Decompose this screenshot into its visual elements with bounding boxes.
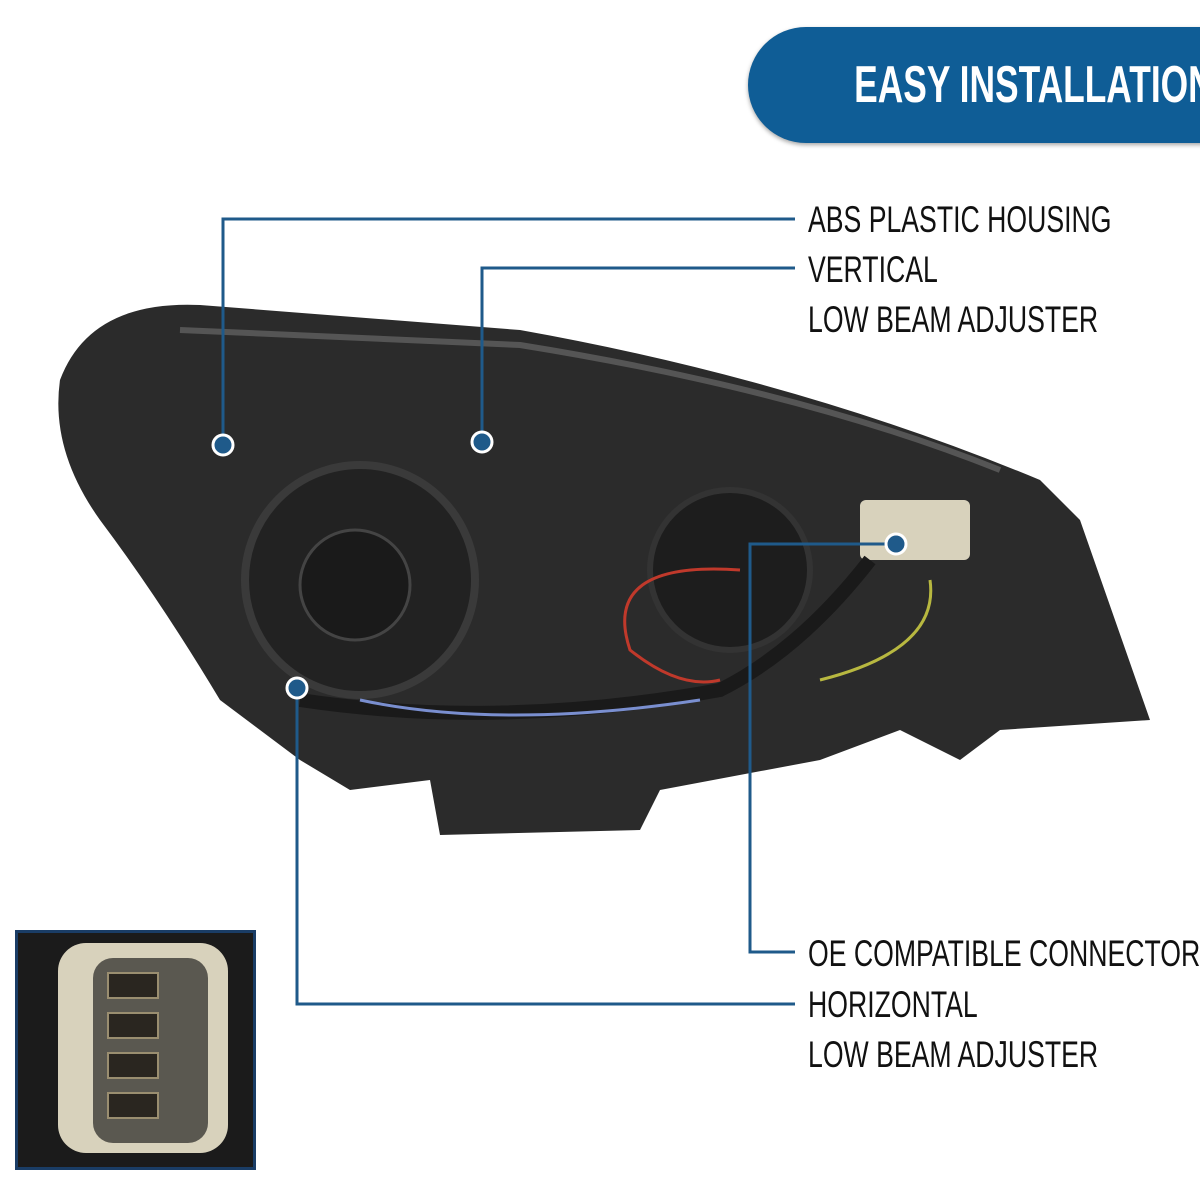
callout-dot-housing [211,433,235,457]
callout-line1: HORIZONTAL [808,984,978,1025]
banner-title: EASY INSTALLATION [854,56,1200,114]
housing-top-edge [179,327,1002,473]
callout-label-connector: OE COMPATIBLE CONNECTOR [808,933,1200,974]
callout-line-vertical-adjuster [480,266,795,442]
wire-harness [298,555,876,720]
callout-label-vertical-adjuster: VERTICAL LOW BEAM ADJUSTER [808,245,1098,345]
callout-label-horizontal-adjuster: HORIZONTAL LOW BEAM ADJUSTER [808,980,1098,1080]
callout-dot-connector [884,532,908,556]
connector-plug [860,500,970,560]
callout-line2: LOW BEAM ADJUSTER [808,1034,1099,1075]
callout-label-housing: ABS PLASTIC HOUSING [808,199,1112,240]
callout-line-connector [748,542,896,954]
callout-dot-vertical-adjuster [470,430,494,454]
wire-blue [359,698,701,717]
connector-closeup-inset [15,930,256,1170]
connector-closeup [58,943,228,1153]
callout-line-horizontal-adjuster [295,688,795,1006]
banner: EASY INSTALLATION [748,27,1200,143]
bulb-cap-center [298,528,412,642]
callout-dot-horizontal-adjuster [285,676,309,700]
wire-green-yellow [819,579,933,682]
callout-line1: VERTICAL [808,249,938,290]
callout-line2: LOW BEAM ADJUSTER [808,299,1099,340]
callout-line-housing [221,217,795,445]
wire-red [623,567,741,684]
